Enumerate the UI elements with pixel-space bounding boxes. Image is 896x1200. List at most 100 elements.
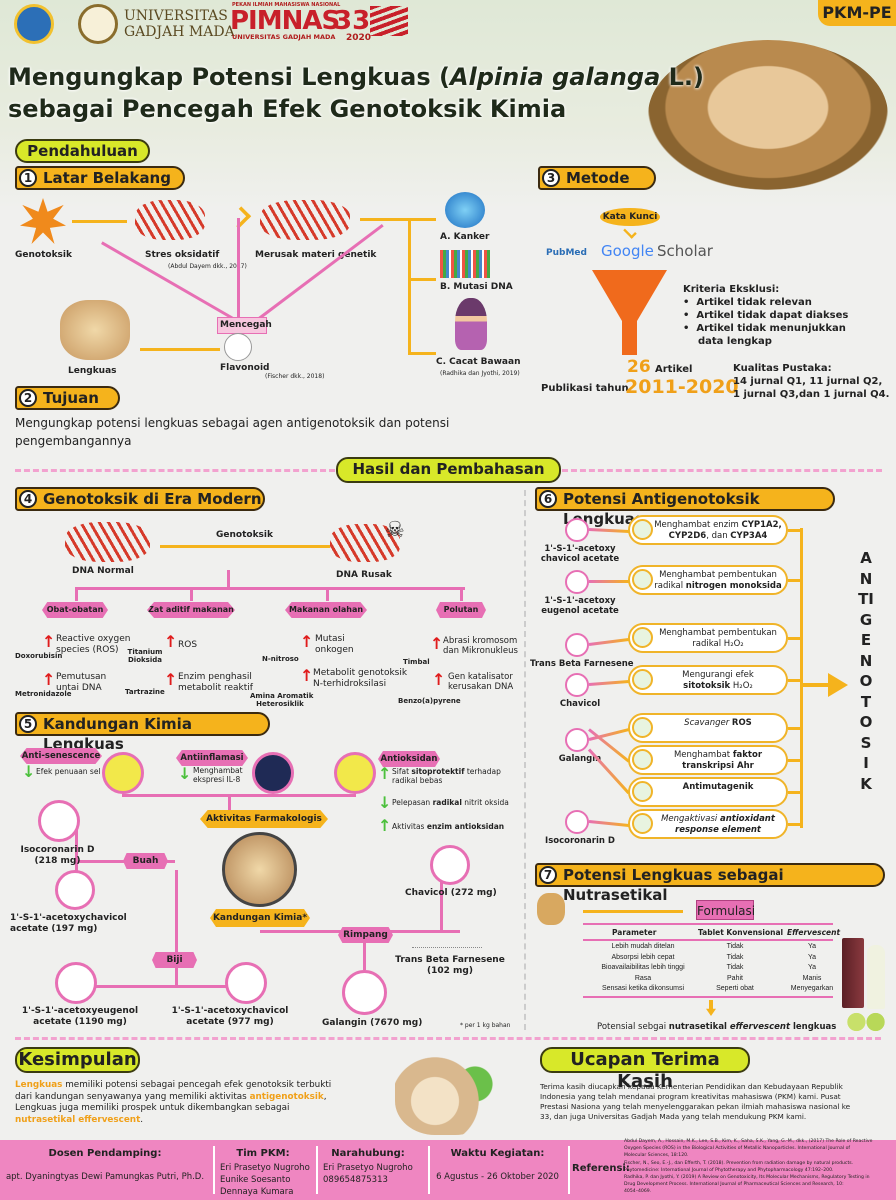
link-line bbox=[788, 727, 802, 730]
arrow-line bbox=[140, 348, 220, 351]
antioxidant-icon bbox=[334, 752, 376, 794]
divider bbox=[316, 1146, 318, 1194]
text: memiliki potensi sebagai pencegah efek g… bbox=[15, 1080, 332, 1102]
pimnas-flag-icon bbox=[370, 6, 408, 36]
table-header: Effervescent bbox=[787, 928, 841, 937]
text-bold: response element bbox=[675, 825, 761, 835]
tree-line bbox=[75, 830, 78, 908]
biji-label: Biji bbox=[152, 952, 197, 968]
effect-icon bbox=[632, 669, 653, 690]
table-rule bbox=[583, 923, 833, 925]
link-line bbox=[588, 680, 630, 686]
text-bold: faktor bbox=[732, 750, 763, 760]
text-bold: sitoprotektif bbox=[411, 767, 465, 776]
table-header: Tablet Konvensional bbox=[698, 928, 784, 937]
pimnas-tagline: PEKAN ILMIAH MAHASISWA NASIONAL bbox=[232, 2, 341, 8]
tree-line bbox=[460, 587, 463, 601]
arrow-line bbox=[408, 218, 436, 221]
tag-antioksidan: Antioksidan bbox=[378, 751, 440, 767]
link-line bbox=[788, 637, 802, 640]
dna-mutation-icon bbox=[440, 250, 490, 278]
text: Pelepasan bbox=[392, 798, 433, 807]
tujuan-text: pengembangannya bbox=[15, 434, 132, 448]
dna-damaged-icon bbox=[330, 524, 400, 562]
tag-anti-senescence: Anti-senescence bbox=[20, 748, 102, 764]
inhibit-line bbox=[237, 218, 240, 318]
agent-effect: Enzim penghasil metabolit reaktif bbox=[178, 672, 253, 693]
effect-text: Aktivitas enzim antioksidan bbox=[392, 822, 504, 831]
aktivitas-farmakologis-label: Aktivitas Farmakologis bbox=[200, 810, 328, 828]
ugm-logo bbox=[78, 4, 118, 44]
tree-line bbox=[75, 985, 255, 988]
arrow-line bbox=[360, 218, 410, 221]
link-line bbox=[588, 820, 630, 827]
section-number: 2 bbox=[19, 389, 37, 407]
filter-funnel-icon bbox=[592, 270, 667, 355]
compound-acetoxyeugenol: 1'-S-1'-acetoxyeugenol acetate (1190 mg) bbox=[21, 1006, 139, 1027]
farnesene-structure-icon bbox=[565, 633, 589, 657]
text: Menghambat pembentukan bbox=[659, 628, 777, 638]
compound-label: 1'-S-1'-acetoxy chavicol acetate bbox=[540, 544, 620, 565]
section-number: 6 bbox=[539, 490, 557, 508]
sec5-banner: 5 Kandungan Kimia Lengkuas bbox=[15, 712, 270, 753]
effect-text: Efek penuaan sel bbox=[36, 767, 101, 776]
kandungan-kimia-label: Kandungan Kimia* bbox=[210, 909, 310, 927]
farnesene-structure-icon bbox=[412, 938, 482, 948]
kesimpulan-title: Kesimpulan bbox=[15, 1047, 140, 1073]
text: H₂O₂ bbox=[730, 681, 753, 691]
table-cell: Rasa bbox=[634, 974, 652, 982]
agent-effect: Gen katalisator kerusakan DNA bbox=[448, 672, 514, 693]
mutasi-label: B. Mutasi DNA bbox=[440, 282, 513, 292]
kualitas-title: Kualitas Pustaka: bbox=[733, 363, 832, 374]
acetoxychavicol-structure-icon bbox=[55, 870, 95, 910]
tree-line bbox=[227, 570, 230, 588]
text: Menghambat pembentukan bbox=[659, 570, 777, 580]
section-title: Genotoksik di Era Modern bbox=[43, 490, 262, 508]
compound-galangin: Galangin (7670 mg) bbox=[322, 1018, 423, 1028]
table-cell: Sensasi ketika dikonsumsi bbox=[601, 985, 685, 992]
agent-effect: Pemutusan untai DNA bbox=[56, 672, 107, 693]
kriteria-item: • Artikel tidak menunjukkan bbox=[683, 323, 846, 334]
formulasi-label: Formulasi bbox=[696, 900, 755, 920]
compound-isocoronarin: Isocoronarin D (218 mg) bbox=[20, 845, 95, 866]
arrow-down-icon: ↓ bbox=[22, 762, 36, 781]
section-title: Kandungan Kimia Lengkuas bbox=[43, 715, 192, 753]
link-line bbox=[588, 638, 630, 646]
kemdikbud-logo bbox=[14, 4, 54, 44]
arrow-up-icon: ↑ bbox=[42, 670, 56, 689]
footnote: * per 1 kg bahan bbox=[460, 1022, 511, 1029]
article-count: 26 bbox=[627, 357, 651, 377]
arrow-up-icon: ↑ bbox=[164, 632, 178, 651]
effervescent-tube-image bbox=[842, 938, 864, 1008]
compound-farnesene: Trans Beta Farnesene (102 mg) bbox=[395, 955, 505, 976]
compound-label: Chavicol bbox=[559, 699, 601, 709]
text-bold: enzim antioksidan bbox=[426, 822, 505, 831]
table-cell: Manis bbox=[802, 974, 822, 982]
text: Menghambat bbox=[673, 750, 733, 760]
effect-text: Sifat sitoprotektif terhadap radikal beb… bbox=[392, 767, 501, 785]
kanker-label: A. Kanker bbox=[440, 232, 490, 242]
galangin-structure-icon bbox=[342, 970, 387, 1015]
text-bold: ROS bbox=[731, 718, 752, 728]
table-cell: Pahit bbox=[727, 974, 743, 982]
text-bold: lengkuas bbox=[790, 1022, 837, 1032]
effect-icon bbox=[632, 717, 653, 738]
poster-title: Mengungkap Potensi Lengkuas (Alpinia gal… bbox=[8, 63, 704, 92]
agent-effect: Abrasi kromosom dan Mikronukleus bbox=[443, 636, 518, 657]
agent-name: Amina Aromatik Heterosiklik bbox=[250, 692, 314, 709]
link-line bbox=[788, 529, 802, 532]
pimnas-number: 33 bbox=[334, 6, 371, 36]
kontak-info: Eri Prasetyo Nugroho 089654875313 bbox=[323, 1163, 413, 1185]
kriteria-item: • Artikel tidak relevan bbox=[683, 297, 812, 308]
tree-line bbox=[75, 587, 78, 601]
section-number: 5 bbox=[19, 715, 37, 733]
tree-line bbox=[122, 794, 356, 797]
google-logo: Google bbox=[601, 242, 654, 260]
pkm-badge: PKM-PE bbox=[818, 0, 896, 26]
link-line bbox=[588, 528, 630, 533]
acetoxyeugenol-structure-icon bbox=[565, 570, 589, 594]
